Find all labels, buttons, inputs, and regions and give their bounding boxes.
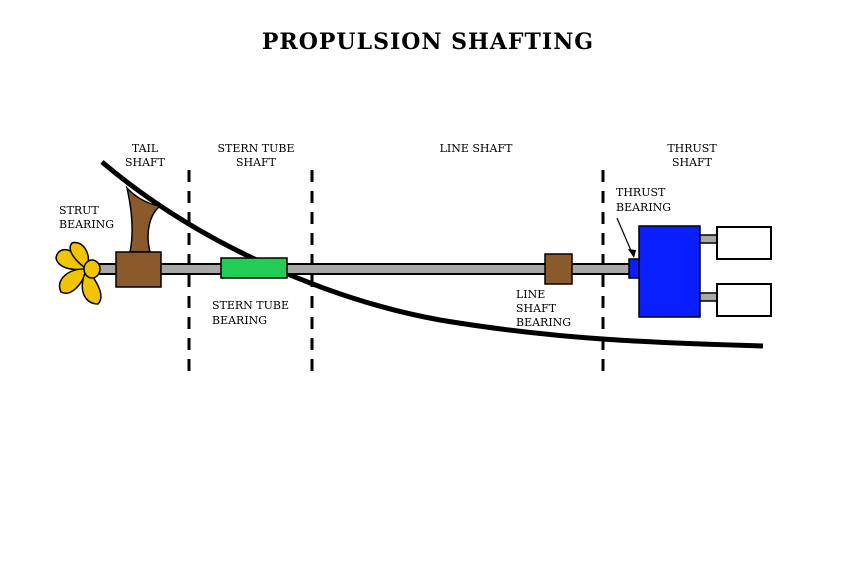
- label-strut-bearing-line1: STRUT: [59, 204, 99, 217]
- hull-line: [100, 160, 764, 349]
- label-tail-shaft-line2: SHAFT: [125, 156, 166, 169]
- label-tail-shaft-line1: TAIL: [132, 142, 159, 155]
- strut-bearing: [115, 251, 162, 288]
- label-stern-tube-shaft-line1: STERN TUBE: [217, 142, 294, 155]
- label-thrust-bearing-line2: BEARING: [616, 201, 671, 214]
- thrust-bearing: [638, 225, 701, 318]
- gear-box-lower: [716, 283, 772, 317]
- label-line-shaft: LINE SHAFT: [440, 142, 514, 155]
- strut: [125, 185, 162, 253]
- label-thrust-shaft-line2: SHAFT: [672, 156, 713, 169]
- gear-box-upper: [716, 226, 772, 260]
- label-stern-tube-bearing-line1: STERN TUBE: [212, 299, 289, 312]
- label-strut-bearing-line2: BEARING: [59, 218, 114, 231]
- label-thrust-shaft-line1: THRUST: [667, 142, 717, 155]
- arrowhead-icon: [628, 249, 636, 258]
- label-line-shaft-bearing-line1: LINE: [516, 288, 545, 301]
- propeller: [55, 241, 102, 305]
- label-line-shaft-bearing-line2: SHAFT: [516, 302, 557, 315]
- thrust-bearing-pointer: [616, 217, 633, 254]
- label-stern-tube-bearing-line2: BEARING: [212, 314, 267, 327]
- label-thrust-bearing-line1: THRUST: [616, 186, 666, 199]
- label-stern-tube-shaft-line2: SHAFT: [236, 156, 277, 169]
- diagram-title: PROPULSION SHAFTING: [262, 29, 594, 55]
- line-shaft-bearing: [544, 253, 573, 285]
- label-line-shaft-bearing-line3: BEARING: [516, 316, 571, 329]
- stern-tube-bearing: [220, 257, 288, 279]
